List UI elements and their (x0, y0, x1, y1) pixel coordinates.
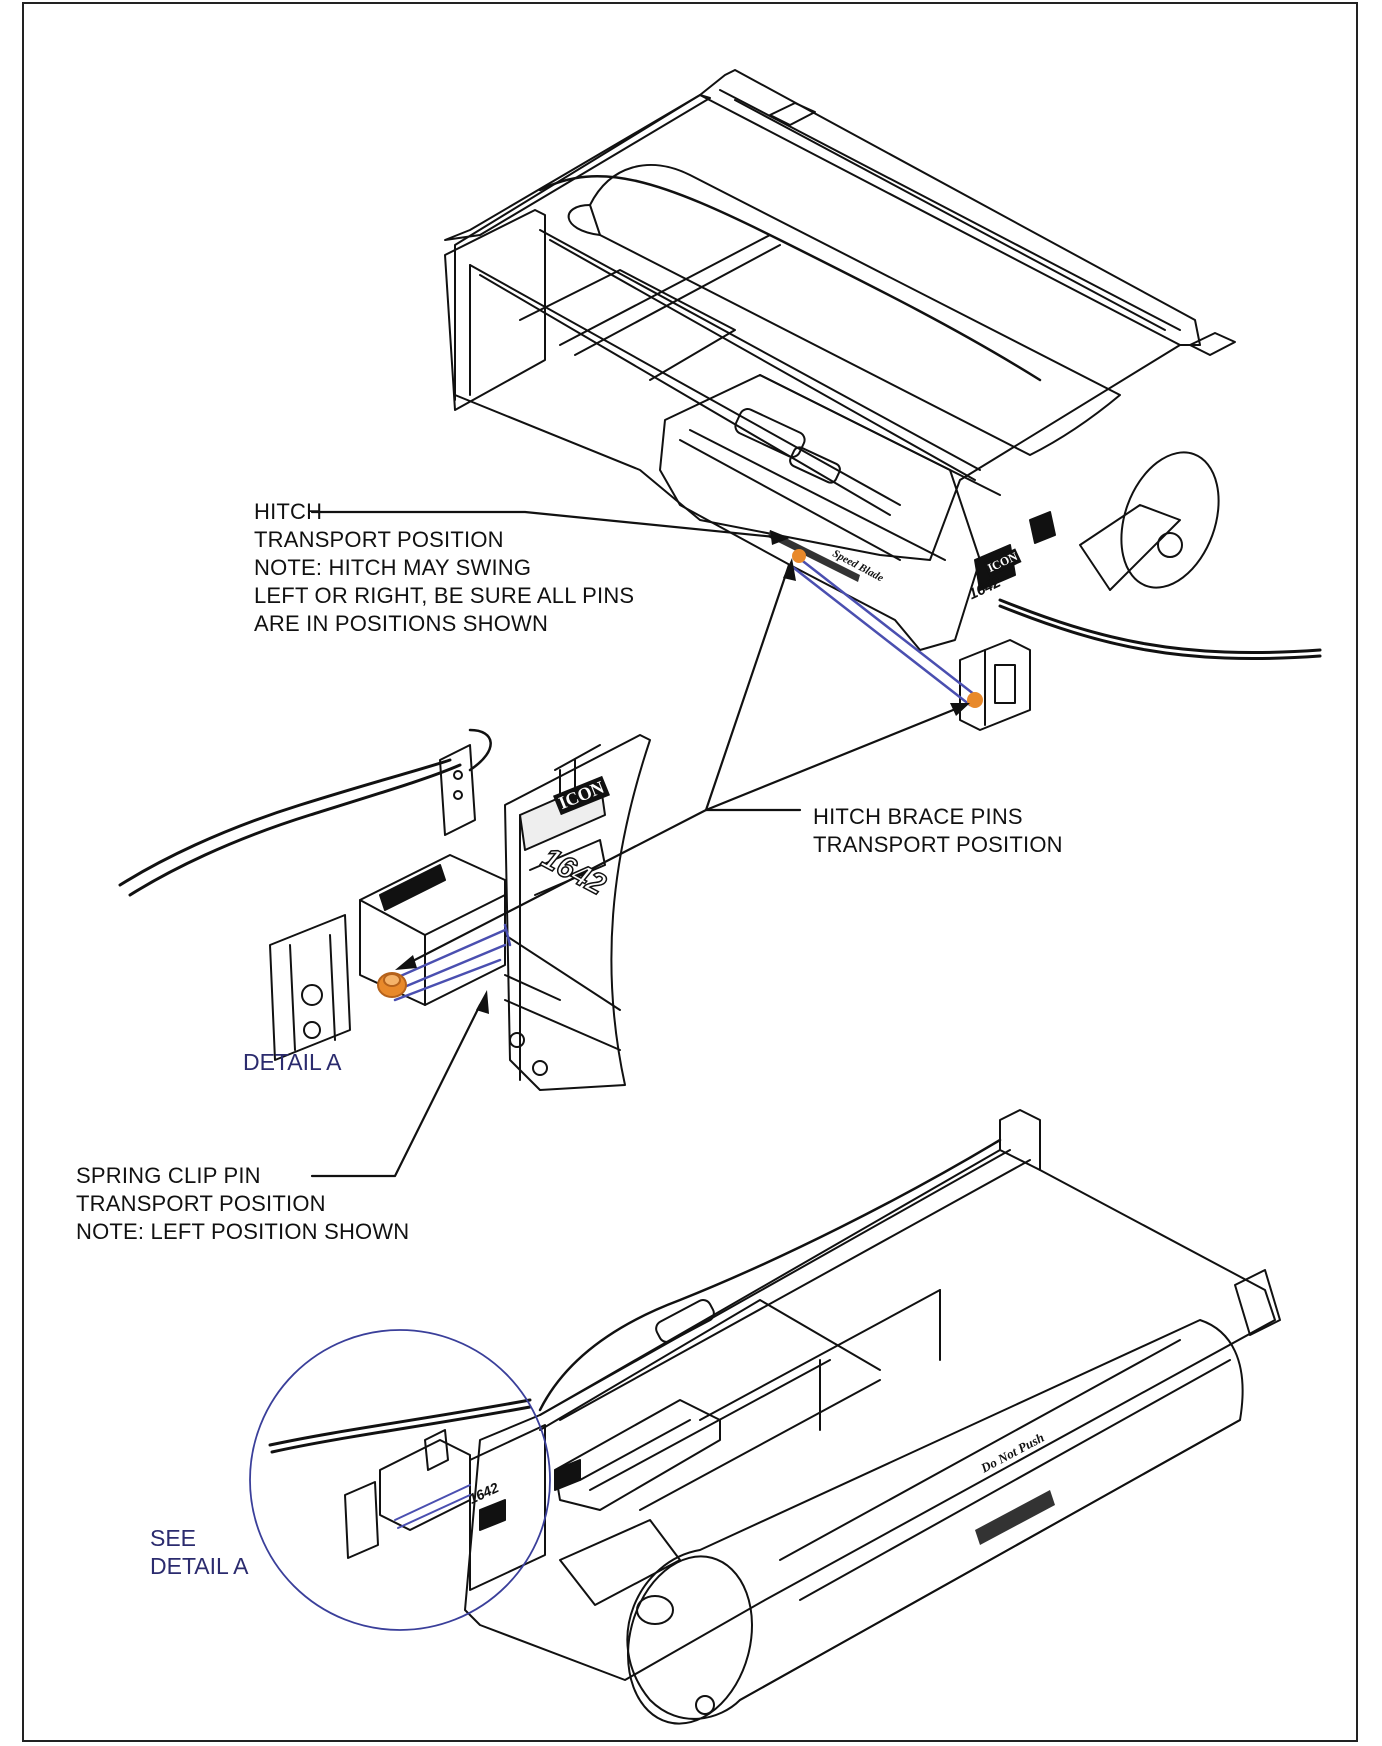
hitch-callout-line-5: ARE IN POSITIONS SHOWN (254, 611, 549, 636)
detail-a-circle (249, 1329, 551, 1631)
hitch-brace-callout-line-2: TRANSPORT POSITION (813, 832, 1063, 857)
bottom-roller-assembly (268, 1109, 1281, 1725)
spring-clip-callout-line-3: NOTE: LEFT POSITION SHOWN (76, 1219, 410, 1244)
drawing-frame (22, 2, 1358, 1742)
hitch-brace-callout-line-1: HITCH BRACE PINS (813, 804, 1023, 829)
hitch-callout-line-4: LEFT OR RIGHT, BE SURE ALL PINS (254, 583, 635, 608)
see-detail-line-2: DETAIL A (150, 1553, 249, 1579)
spring-clip-callout-line-2: TRANSPORT POSITION (76, 1191, 326, 1216)
detail-a-label: DETAIL A (243, 1049, 342, 1075)
hitch-brace-callout: HITCH BRACE PINS TRANSPORT POSITION (813, 803, 1063, 859)
detail-a-illustration (118, 728, 651, 1091)
hitch-callout-line-1: HITCH (254, 499, 323, 524)
top-roller-assembly (444, 69, 1322, 731)
hitch-callout-line-2: TRANSPORT POSITION (254, 527, 504, 552)
hitch-callout: HITCH TRANSPORT POSITION NOTE: HITCH MAY… (254, 498, 634, 638)
leader-lines (310, 510, 965, 1178)
see-detail-line-1: SEE (150, 1525, 197, 1551)
leader-arrowheads (395, 530, 970, 1014)
see-detail-a-label: SEE DETAIL A (150, 1524, 248, 1580)
hitch-callout-line-3: NOTE: HITCH MAY SWING (254, 555, 532, 580)
spring-clip-callout-line-1: SPRING CLIP PIN (76, 1163, 261, 1188)
spring-clip-callout: SPRING CLIP PIN TRANSPORT POSITION NOTE:… (76, 1162, 409, 1246)
